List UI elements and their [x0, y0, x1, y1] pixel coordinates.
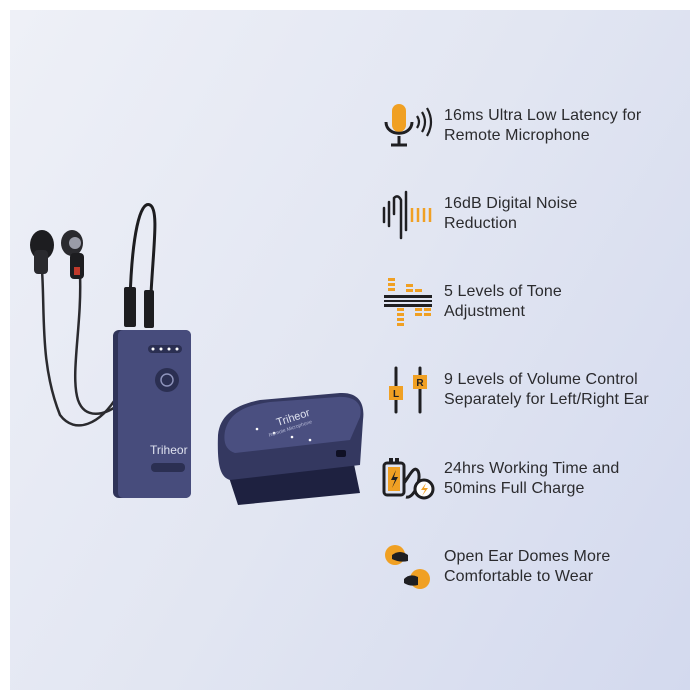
feature-line1: 9 Levels of Volume Control: [444, 371, 638, 388]
feature-line2: Remote Microphone: [444, 127, 590, 144]
feature-line2: Separately for Left/Right Ear: [444, 391, 649, 408]
feature-line1: 24hrs Working Time and: [444, 460, 620, 477]
feature-line2: Reduction: [444, 215, 517, 232]
battery-charge-icon: [382, 458, 435, 500]
product-image: [30, 203, 364, 505]
feature-line2: Adjustment: [444, 303, 526, 320]
earbud-left: [30, 230, 54, 274]
feature-line1: 5 Levels of Tone: [444, 283, 562, 300]
receiver-device: [113, 330, 191, 498]
feature-line2: 50mins Full Charge: [444, 480, 585, 497]
slider-left-label: L: [393, 389, 399, 400]
feature-battery: 24hrs Working Time and 50mins Full Charge: [380, 455, 680, 505]
ear-dome-icon: [385, 545, 430, 589]
earbud-right: [61, 230, 84, 279]
noise-reduction-icon: [382, 190, 432, 240]
feature-line1: Open Ear Domes More: [444, 548, 611, 565]
power-button: [155, 368, 179, 392]
equalizer-icon: [384, 278, 432, 326]
volume-sliders-icon: L R: [389, 366, 427, 414]
receiver-brand-label: Triheor: [150, 443, 188, 457]
earphone-cable: [40, 269, 120, 427]
feature-line1: 16ms Ultra Low Latency for: [444, 107, 642, 124]
remote-microphone-device: [217, 392, 364, 505]
slider-right-label: R: [416, 378, 424, 389]
feature-line1: 16dB Digital Noise: [444, 195, 578, 212]
microphone-icon: [384, 104, 433, 147]
feature-line2: Comfortable to Wear: [444, 568, 594, 585]
